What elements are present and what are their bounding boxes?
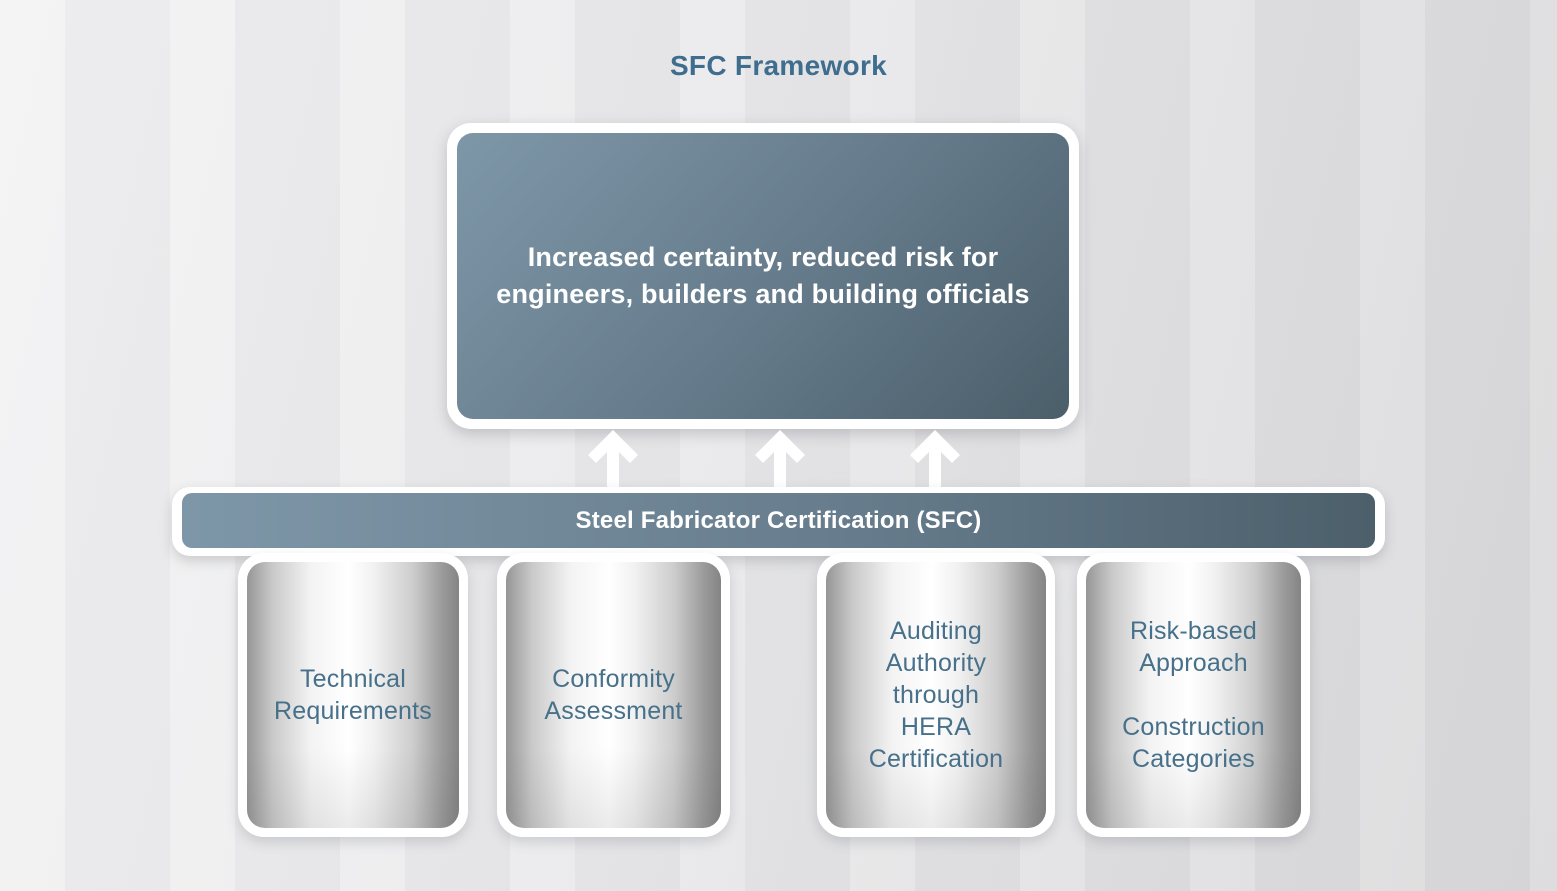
certification-bar-label: Steel Fabricator Certification (SFC) — [575, 506, 982, 534]
outcome-text-line: engineers, builders and building officia… — [496, 279, 1030, 309]
pillar-text-line: Authority — [885, 649, 987, 677]
certification-bar: Steel Fabricator Certification (SFC) — [172, 487, 1385, 556]
pillar-fill: Conformity Assessment — [506, 562, 721, 828]
pillar-text-line: Approach — [1139, 649, 1248, 677]
pillar-technical-requirements: Technical Requirements — [238, 553, 468, 837]
pillar-text-line: Categories — [1132, 745, 1255, 773]
up-arrow-icon — [754, 430, 806, 488]
up-arrow-icon — [587, 430, 639, 488]
pillar-text-line: Certification — [868, 745, 1004, 773]
up-arrow-icon — [909, 430, 961, 488]
pillar-text-line: Auditing — [890, 617, 982, 645]
certification-bar-fill: Steel Fabricator Certification (SFC) — [182, 493, 1375, 548]
pillar-risk-based-approach: Risk-based Approach Construction Categor… — [1077, 553, 1310, 837]
outcome-text-line: Increased certainty, reduced risk for — [527, 242, 999, 272]
pillar-text-line: Requirements — [273, 697, 433, 725]
pillar-text-line: Technical — [299, 665, 407, 693]
pillar-text-line: Construction — [1122, 713, 1265, 741]
pillar-fill: Risk-based Approach Construction Categor… — [1086, 562, 1301, 828]
outcome-box: Increased certainty, reduced risk for en… — [447, 123, 1079, 429]
pillar-auditing-authority: Auditing Authority through HERA Certific… — [817, 553, 1055, 837]
pillar-fill: Auditing Authority through HERA Certific… — [826, 562, 1046, 828]
pillar-text-line: Assessment — [544, 697, 683, 725]
page-title: SFC Framework — [669, 50, 888, 81]
pillar-text-line: Conformity — [552, 665, 675, 693]
pillar-text-line: HERA — [900, 713, 972, 741]
pillar-text-line: Risk-based — [1129, 617, 1258, 645]
outcome-box-fill: Increased certainty, reduced risk for en… — [457, 133, 1069, 419]
pillar-text-line: through — [892, 681, 980, 709]
pillar-fill: Technical Requirements — [247, 562, 459, 828]
pillar-conformity-assessment: Conformity Assessment — [497, 553, 730, 837]
